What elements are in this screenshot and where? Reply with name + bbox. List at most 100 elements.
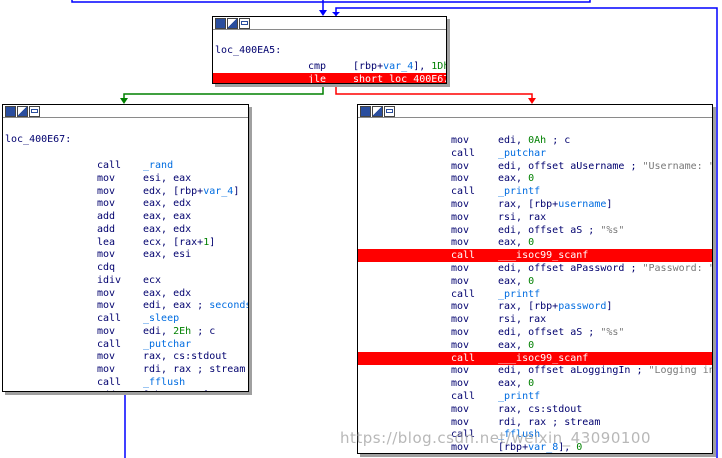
instruction-mnemonic: cmp [308, 61, 327, 72]
instruction-operands: edi, eax ; seconds [143, 300, 249, 312]
comment-icon[interactable] [29, 106, 40, 117]
instruction-line[interactable]: call_putchar [358, 147, 712, 160]
instruction-line[interactable]: mov[rbp+var_8], 0 [358, 441, 712, 453]
instruction-mnemonic: mov [97, 249, 116, 261]
instruction-mnemonic: mov [451, 365, 470, 377]
instruction-mnemonic: mov [451, 314, 470, 326]
instruction-mnemonic: call [451, 352, 476, 364]
block-label[interactable]: loc_400EA5: [215, 45, 282, 56]
instruction-mnemonic: call [97, 338, 122, 350]
instruction-operands: _putchar [498, 147, 547, 159]
instruction-line[interactable]: call_sleep [3, 312, 248, 325]
instruction-mnemonic: call [451, 429, 476, 441]
block-label[interactable]: loc_400E67: [5, 134, 72, 145]
instruction-mnemonic: mov [451, 173, 470, 185]
instruction-mnemonic: call [451, 250, 476, 262]
edit-icon[interactable] [227, 18, 238, 29]
instruction-mnemonic: mov [97, 351, 116, 363]
instruction-mnemonic: call [451, 391, 476, 402]
instruction-line[interactable]: cdq [3, 261, 248, 274]
edit-icon[interactable] [17, 106, 28, 117]
instruction-operands: edi, offset aLoggingIn ; "Logging in" [498, 365, 712, 377]
instruction-mnemonic: cdq [97, 262, 116, 273]
instruction-line[interactable]: call_putchar [3, 338, 248, 351]
instruction-mnemonic: add [97, 389, 115, 392]
instruction-mnemonic: mov [97, 287, 116, 299]
comment-icon[interactable] [239, 18, 250, 29]
instruction-operands: ___isoc99_scanf [498, 352, 589, 364]
instruction-line[interactable]: call_rand [3, 159, 248, 172]
instruction-operands: eax, edx [143, 223, 192, 235]
instruction-mnemonic: mov [97, 300, 116, 312]
instruction-line[interactable]: add [rbp+var_4], 1 [3, 389, 248, 392]
instruction-mnemonic: mov [451, 339, 470, 351]
graph-icon[interactable] [5, 106, 16, 117]
instruction-line[interactable]: call_fflush [358, 428, 712, 441]
instruction-operands: eax, 0 [498, 237, 535, 249]
instruction-operands: edi, 0Ah ; c [498, 135, 571, 146]
instruction-operands: eax, 0 [498, 173, 535, 185]
instruction-mnemonic: mov [451, 211, 470, 223]
instruction-line[interactable]: mov edi, offset aUsername ; "Username: " [358, 160, 712, 173]
instruction-line[interactable]: call ___isoc99_scanf [358, 351, 712, 365]
instruction-mnemonic: mov [451, 327, 470, 338]
instruction-operands: _rand [143, 160, 174, 171]
instruction-line[interactable]: call_printf [358, 390, 712, 403]
code-block-loc-400ea5[interactable]: loc_400EA5: cmp[rbp+var_4], 1Dhjleshort … [212, 16, 447, 84]
instruction-line[interactable]: mov rsi, rax [358, 313, 712, 326]
instruction-line[interactable]: call_printf [358, 288, 712, 301]
instruction-operands: eax, 0 [498, 339, 535, 351]
instruction-mnemonic: mov [451, 263, 470, 274]
instruction-line[interactable]: mov edi, offset aLoggingIn ; "Logging in" [358, 364, 712, 377]
instruction-operands: rdi, rax ; stream [143, 364, 246, 375]
watermark: https://blog.csdn.net/weixin_43090100 [340, 429, 652, 447]
edit-icon[interactable] [372, 106, 383, 117]
instruction-line[interactable]: mov eax, 0 [358, 339, 712, 352]
instruction-line[interactable]: mov edi, eax ; seconds [3, 299, 248, 312]
instruction-operands: edi, 2Eh ; c [143, 325, 216, 337]
instruction-mnemonic: mov [451, 403, 470, 415]
instruction-operands: edi, offset aUsername ; "Username: " [498, 160, 713, 172]
instruction-mnemonic: mov [451, 160, 470, 172]
instruction-mnemonic: mov [451, 301, 470, 313]
instruction-line[interactable]: call_fflush [3, 376, 248, 389]
instruction-operands: [rbp+var_4], 1 [143, 389, 227, 392]
graph-icon[interactable] [360, 106, 371, 117]
instruction-line[interactable]: call_printf [358, 185, 712, 198]
instruction-operands: rsi, rax [498, 314, 547, 326]
instruction-operands: ___isoc99_scanf [498, 250, 589, 262]
comment-icon[interactable] [384, 106, 395, 117]
instruction-line[interactable]: mov eax, 0 [358, 172, 712, 185]
instruction-line[interactable]: cmp[rbp+var_4], 1Dh [213, 60, 446, 73]
graph-icon[interactable] [215, 18, 226, 29]
instruction-line[interactable]: call ___isoc99_scanf [358, 249, 712, 263]
